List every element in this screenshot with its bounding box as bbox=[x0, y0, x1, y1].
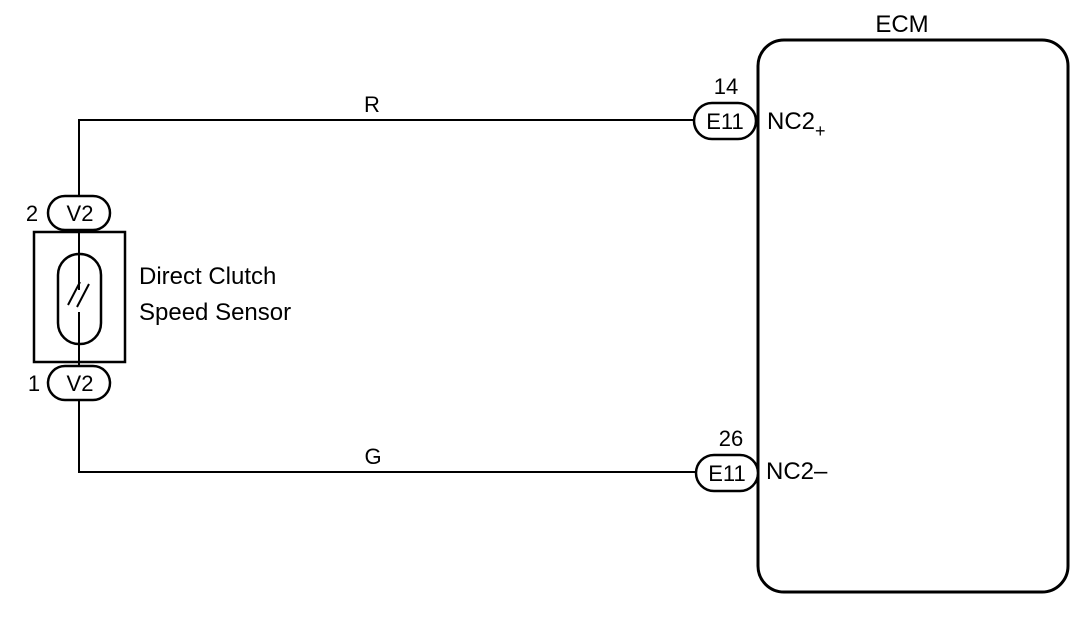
ecm-connector-e11-bottom bbox=[694, 453, 760, 493]
reed-contact-1 bbox=[67, 281, 81, 306]
ecm-connector-top-name: E11 bbox=[706, 109, 744, 134]
sensor-connector-top bbox=[46, 194, 112, 232]
ecm-connector-top-pin: 14 bbox=[714, 74, 738, 99]
sensor-connector-bottom bbox=[46, 364, 112, 402]
ecm-terminal-nc2-plus: NC2+ bbox=[767, 108, 826, 141]
sensor-label-line2: Speed Sensor bbox=[139, 299, 291, 326]
ecm-connector-bottom-name: E11 bbox=[708, 461, 746, 486]
reed-contact-2 bbox=[76, 283, 90, 308]
ecm-connector-e11-top bbox=[692, 101, 758, 141]
wire-g-label: G bbox=[364, 444, 381, 469]
sensor-label-line1: Direct Clutch bbox=[139, 263, 276, 290]
wire-r-label: R bbox=[364, 92, 380, 117]
wire-r bbox=[78, 119, 698, 198]
ecm-terminal-nc2-minus: NC2– bbox=[766, 458, 828, 485]
ecm-box bbox=[756, 38, 1070, 594]
ecm-connector-bottom-pin: 26 bbox=[719, 426, 743, 451]
wire-g bbox=[78, 400, 698, 473]
ecm-title: ECM bbox=[875, 11, 928, 38]
sensor-connector-bottom-pin: 1 bbox=[28, 371, 40, 396]
sensor-connector-top-name: V2 bbox=[67, 201, 94, 226]
sensor-connector-top-pin: 2 bbox=[26, 201, 38, 226]
sensor-connector-bottom-name: V2 bbox=[67, 371, 94, 396]
